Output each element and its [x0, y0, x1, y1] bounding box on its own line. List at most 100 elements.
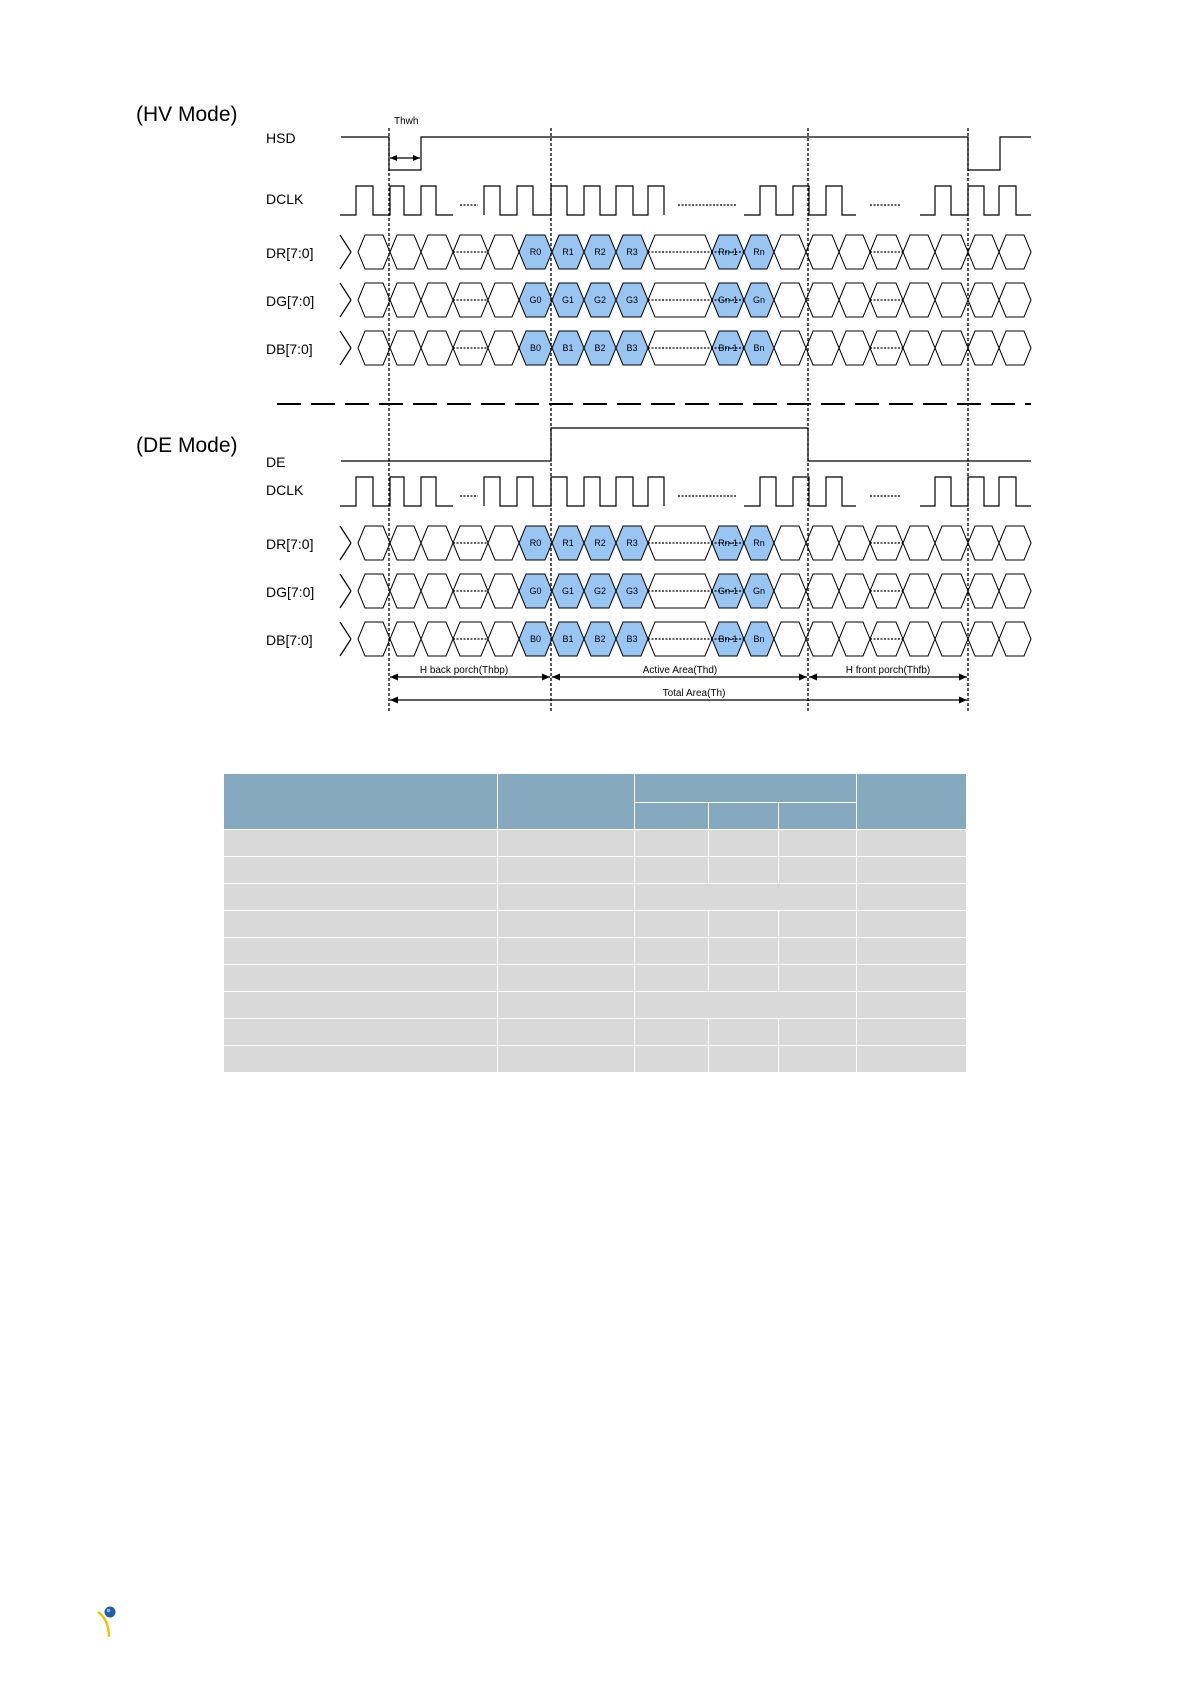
table-cell: [497, 991, 635, 1019]
data-cell-empty: [998, 525, 1032, 561]
table-cell: [497, 856, 635, 884]
data-cell-empty: [902, 573, 936, 609]
back-porch-label: H back porch(Thbp): [420, 665, 508, 676]
table-cell: [708, 829, 779, 857]
table-row: [223, 1018, 967, 1046]
table-row: [223, 883, 967, 911]
arrow-head: [799, 673, 807, 681]
data-edge: [339, 282, 352, 301]
data-cell-label: Gn: [753, 295, 765, 305]
data-cell-empty: [357, 282, 391, 318]
data-cell-label: B2: [594, 634, 605, 644]
dclk-wave: [920, 476, 1031, 507]
data-cell-empty: [934, 330, 969, 366]
data-cell-empty: [967, 573, 1000, 609]
table-cell: [497, 937, 635, 965]
table-cell: [223, 829, 498, 857]
data-cell-empty: [805, 282, 840, 318]
data-cell-label: B2: [594, 343, 605, 353]
data-cell-empty: [998, 621, 1032, 657]
de-signal-db: DB[7:0]: [266, 632, 313, 648]
data-cell-label: G0: [529, 295, 541, 305]
data-cell-empty: [934, 525, 969, 561]
table-cell: [223, 1018, 498, 1046]
data-cell-empty: [420, 525, 454, 561]
table-cell: [223, 883, 498, 911]
front-porch-label: H front porch(Thfb): [846, 665, 930, 676]
data-cell-empty: [487, 234, 520, 270]
data-cell-label: Rn-1: [718, 247, 738, 257]
data-cell-label: G3: [626, 586, 638, 596]
data-cell-empty: [934, 282, 969, 318]
hv-mode-title: (HV Mode): [136, 103, 238, 126]
table-header-row: [223, 773, 967, 830]
table-cell: [708, 1018, 779, 1046]
table-cell: [778, 856, 857, 884]
data-cell-empty: [357, 573, 391, 609]
data-cell-empty: [902, 282, 936, 318]
data-cell-label: B1: [562, 634, 573, 644]
table-cell: [634, 1045, 709, 1073]
table-row: [223, 910, 967, 938]
data-cell-empty: [998, 330, 1032, 366]
table-header-cell: [778, 802, 857, 830]
arrow-head: [959, 673, 967, 681]
data-cell-empty: [389, 621, 422, 657]
arrow-head: [542, 673, 550, 681]
data-cell-empty: [773, 525, 807, 561]
de-signal-de: DE: [266, 454, 285, 470]
data-edge: [339, 251, 352, 270]
data-edge: [339, 234, 352, 253]
table-header-cell: [634, 773, 857, 803]
table-row: [223, 964, 967, 992]
table-cell: [778, 964, 857, 992]
data-cell-empty: [357, 330, 391, 366]
data-cell-label: Bn: [753, 634, 764, 644]
data-cell-empty: [773, 573, 807, 609]
data-cell-label: R3: [626, 538, 638, 548]
table-cell: [778, 1045, 857, 1073]
data-cell-empty: [902, 330, 936, 366]
de-wave: [341, 427, 1031, 462]
data-cell-label: G0: [529, 586, 541, 596]
de-signal-dclk: DCLK: [266, 482, 304, 498]
data-cell-empty: [902, 621, 936, 657]
data-cell-empty: [389, 282, 422, 318]
table-cell: [856, 910, 967, 938]
data-cell-label: Rn: [753, 538, 765, 548]
arrow-head: [413, 155, 420, 161]
dclk-wave: [340, 476, 453, 507]
data-cell-empty: [773, 282, 807, 318]
data-cell-empty: [934, 621, 969, 657]
table-cell: [223, 964, 498, 992]
data-cell-empty: [357, 234, 391, 270]
hv-signal-db: DB[7:0]: [266, 341, 313, 357]
table-cell: [856, 964, 967, 992]
table-cell: [223, 910, 498, 938]
hv-signal-dclk: DCLK: [266, 191, 304, 207]
table-header-cell: [708, 802, 779, 830]
table-header-cell: [497, 773, 635, 830]
total-area-label: Total Area(Th): [663, 688, 726, 699]
table-cell: [223, 991, 498, 1019]
data-edge: [339, 621, 352, 640]
data-cell-label: G2: [594, 295, 606, 305]
data-cell-label: B1: [562, 343, 573, 353]
table-cell: [708, 856, 779, 884]
data-cell-empty: [838, 330, 871, 366]
data-cell-empty: [998, 282, 1032, 318]
dclk-wave: [483, 476, 665, 507]
data-cell-empty: [389, 234, 422, 270]
data-cell-label: Bn: [753, 343, 764, 353]
table-cell: [634, 883, 857, 911]
hv-signal-dr: DR[7:0]: [266, 245, 313, 261]
table-cell: [497, 829, 635, 857]
data-cell-empty: [389, 525, 422, 561]
table-header-row: [224, 802, 967, 830]
table-cell: [497, 964, 635, 992]
data-cell-empty: [805, 621, 840, 657]
data-cell-empty: [967, 282, 1000, 318]
table-cell: [856, 1018, 967, 1046]
